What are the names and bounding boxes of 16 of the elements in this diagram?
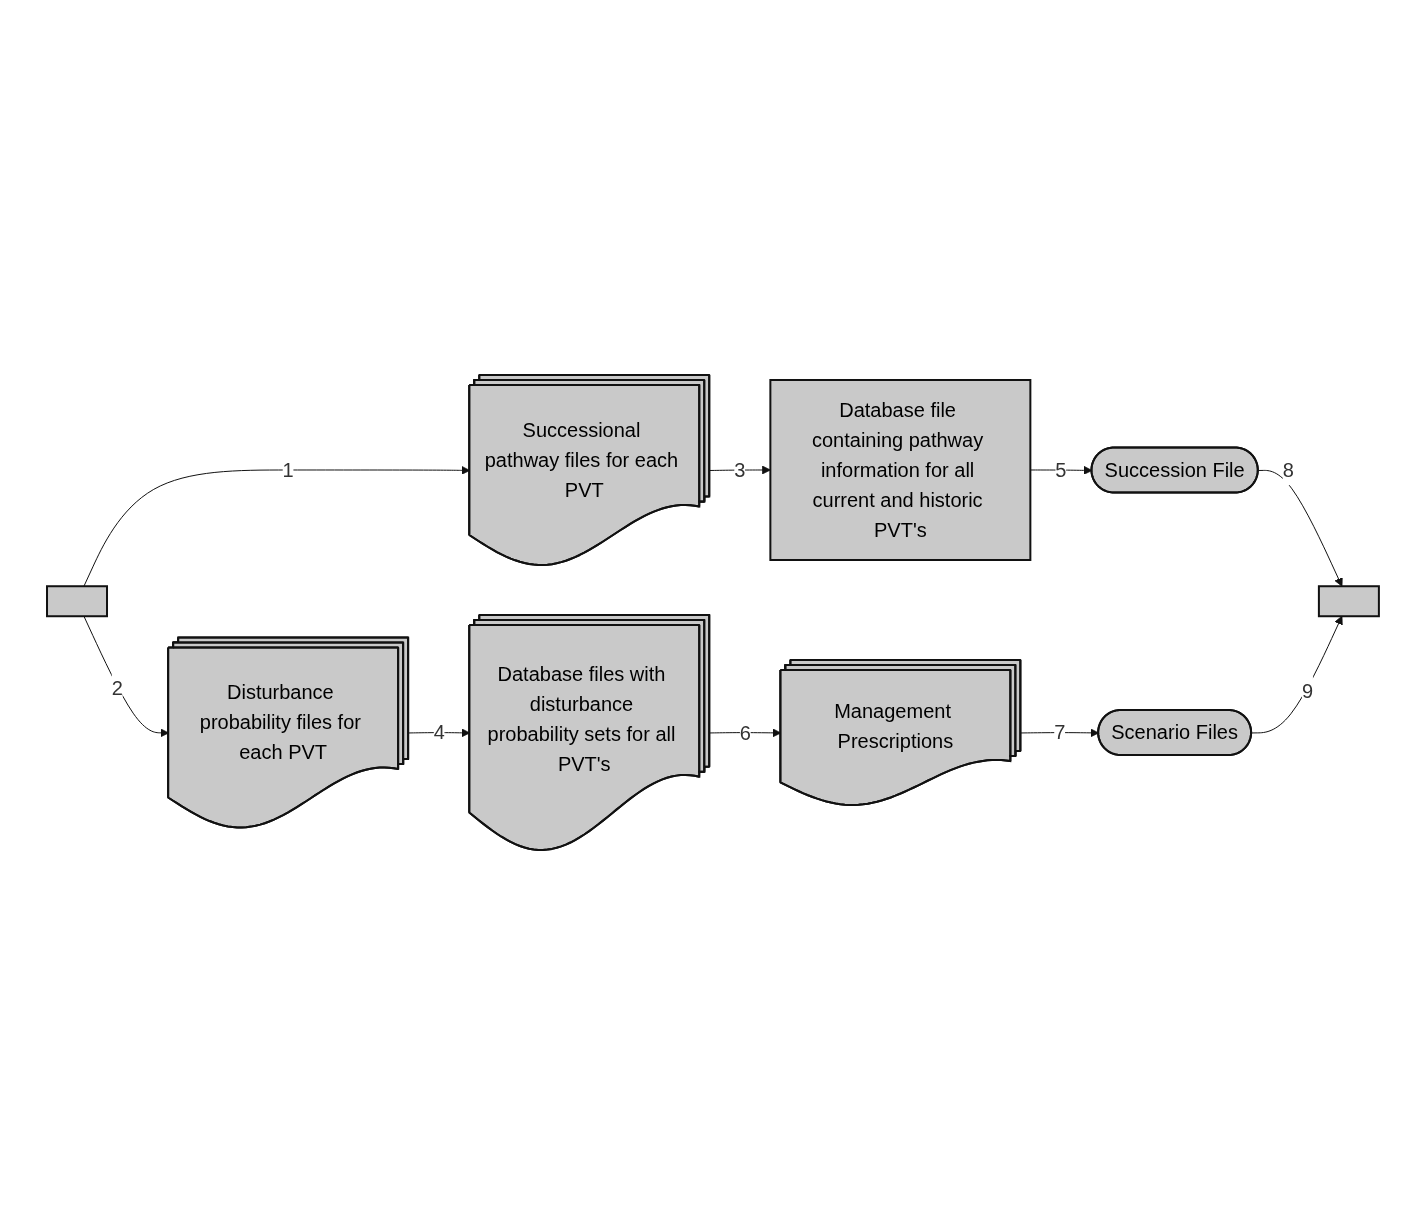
arrow: [83, 465, 470, 587]
edge-label: 5: [1054, 458, 1067, 481]
edge-label: 3: [733, 458, 745, 481]
arrow: [83, 615, 169, 737]
edge-label: 1: [282, 458, 294, 481]
arrow: [1250, 615, 1343, 733]
edge-label: 6: [739, 721, 751, 744]
edge-label: 9: [1301, 679, 1313, 702]
edge-label: 2: [111, 676, 123, 699]
edge-label: 4: [433, 721, 445, 744]
edge-label: 8: [1282, 458, 1294, 481]
edge-label: 7: [1053, 721, 1065, 744]
node-box: [45, 584, 108, 617]
arrow: [1257, 469, 1343, 587]
node-box: [1317, 584, 1380, 617]
node-box: Database file containing pathway information for all current and historic PVT's: [768, 378, 1031, 561]
